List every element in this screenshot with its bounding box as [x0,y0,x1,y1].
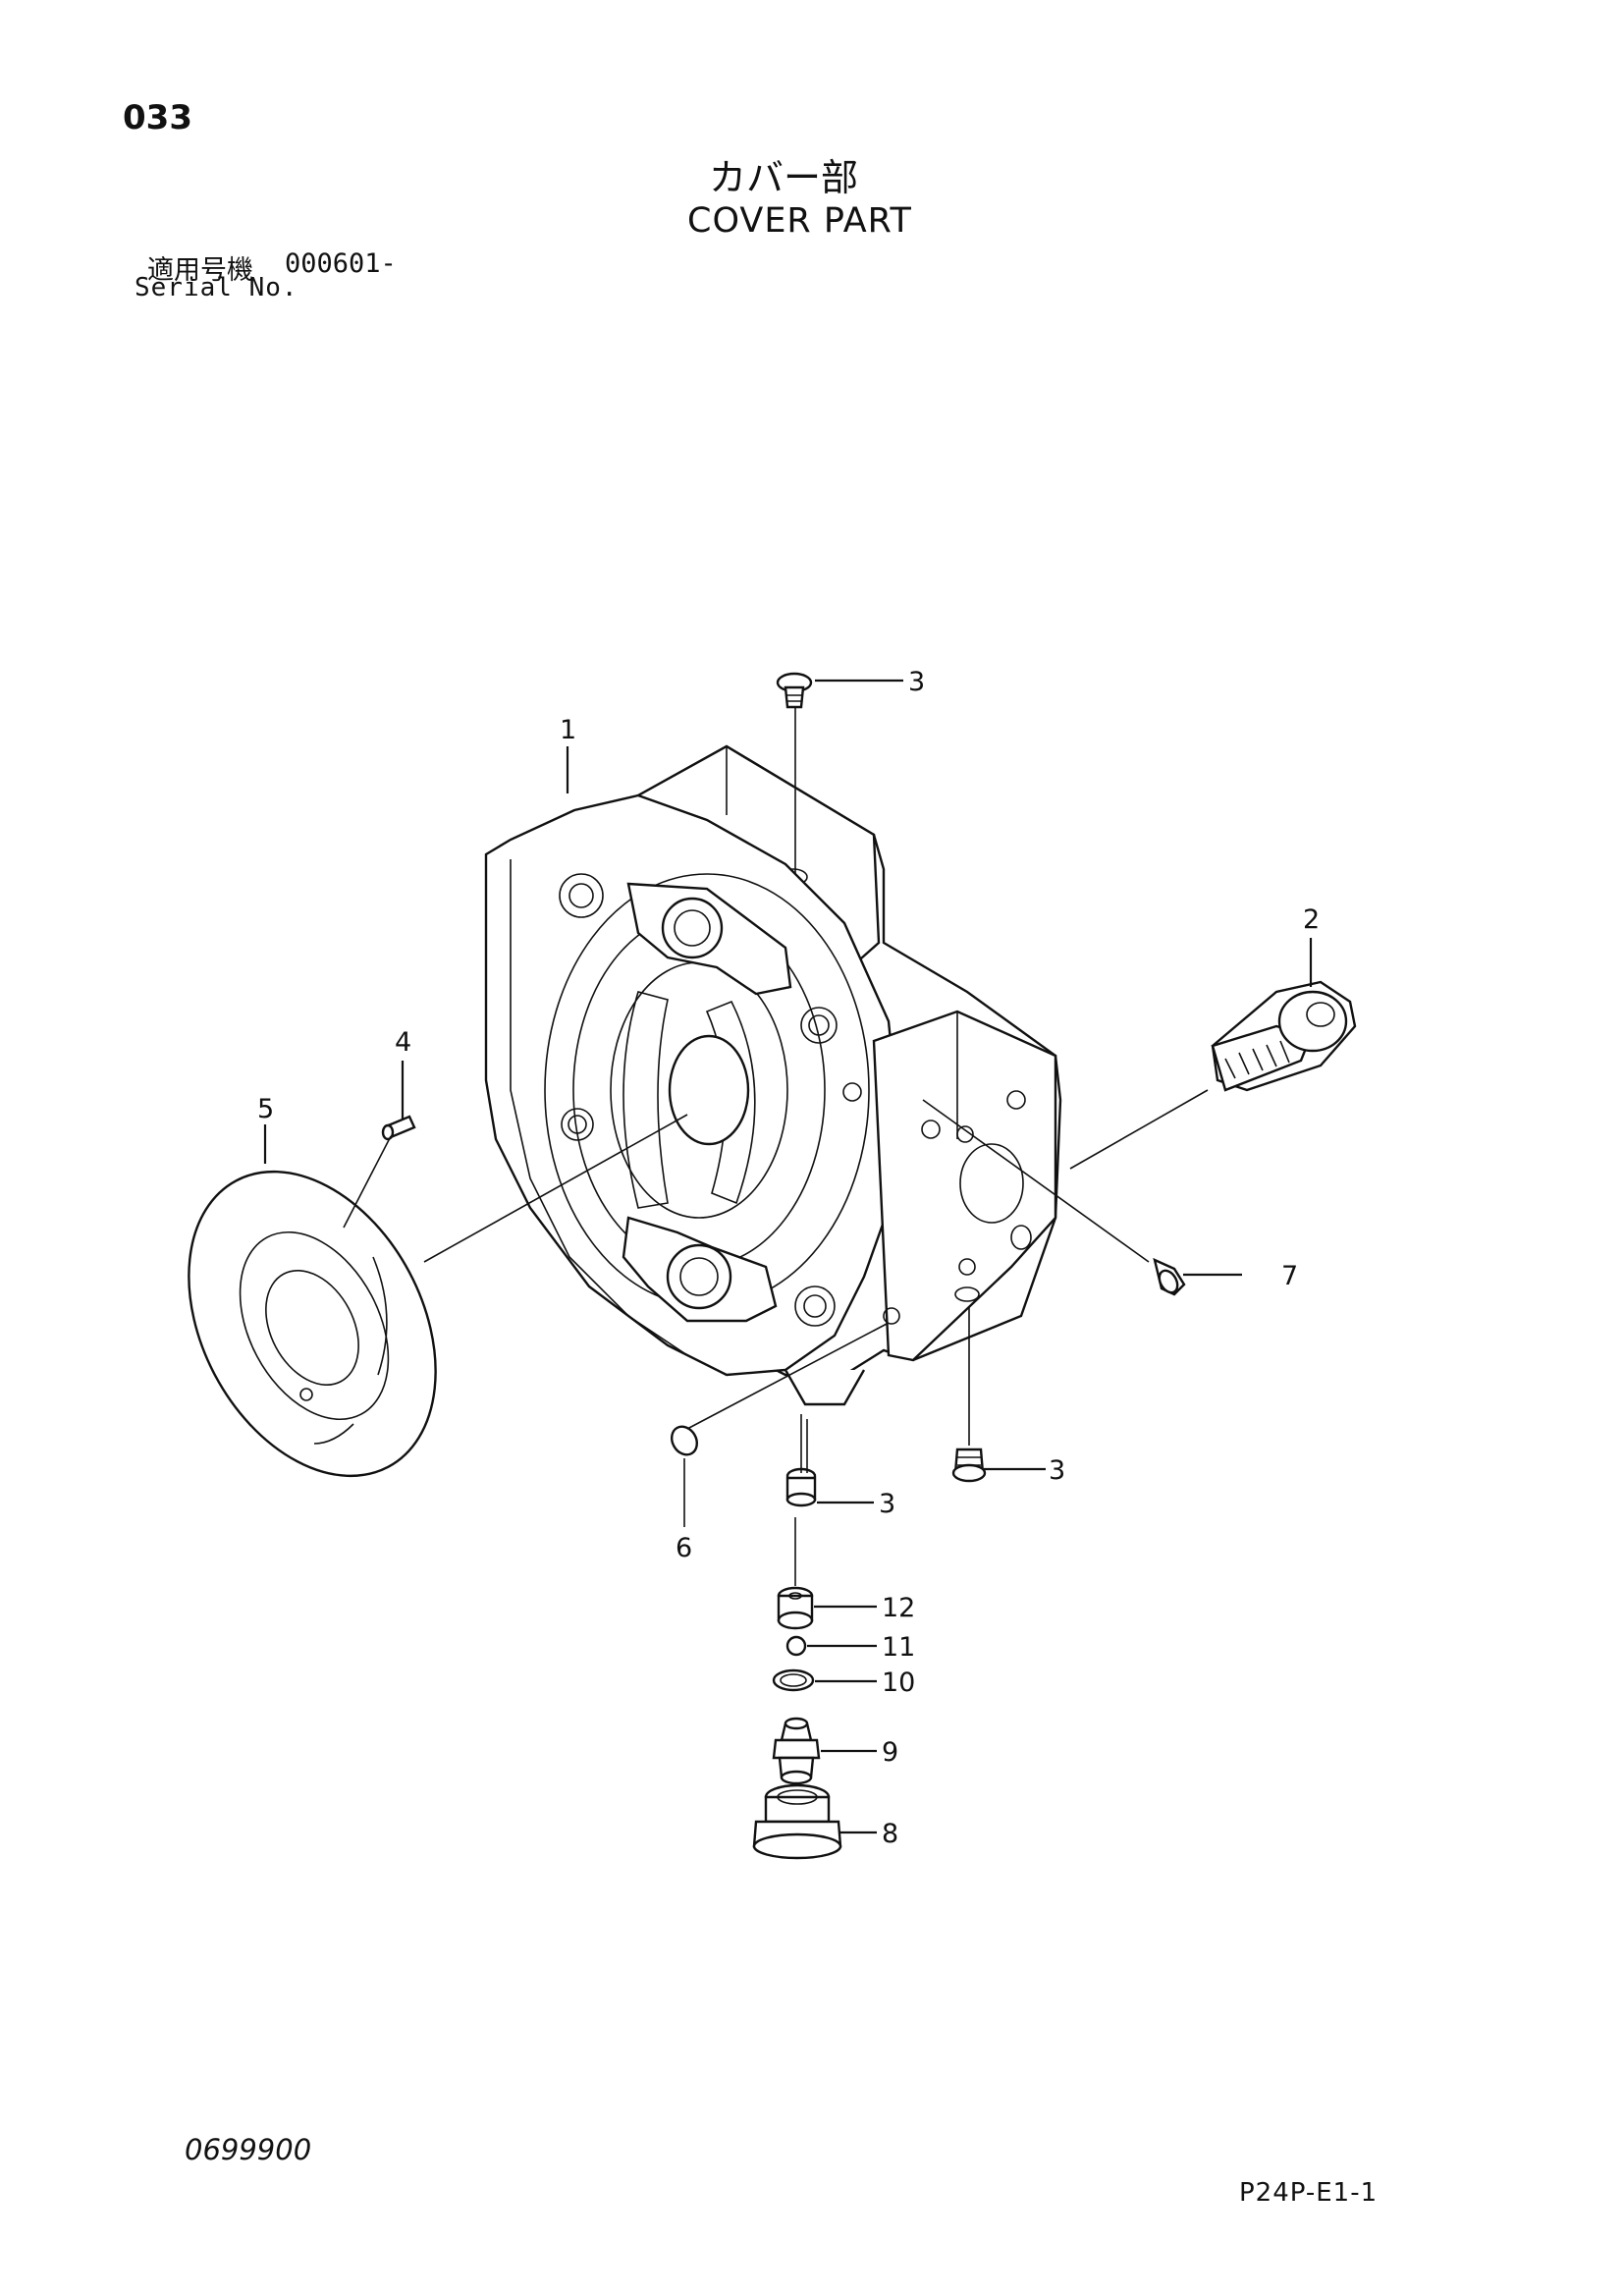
callout-2: 2 [1303,904,1320,935]
callout-4: 4 [395,1027,411,1058]
title-english: COVER PART [687,201,912,241]
callout-5: 5 [257,1094,274,1124]
callout-1: 1 [560,715,576,745]
callout-7: 7 [1281,1261,1298,1291]
serial-number-range: 000601- [285,248,397,279]
plug-8 [752,1783,842,1860]
figure-code: P24P-E1-1 [1239,2178,1379,2208]
plug-3-top [776,672,813,709]
socket-bolt [1211,980,1357,1092]
small-plug-7 [1153,1257,1186,1296]
callout-8: 8 [882,1819,898,1849]
page-number: 033 [123,98,192,137]
valve-plate [188,1170,437,1478]
callout-3-bottom: 3 [879,1489,895,1519]
leader-lines [263,679,1313,1834]
plug-3-right [951,1448,987,1483]
callout-9: 9 [882,1737,898,1768]
fitting-9 [772,1717,821,1785]
o-ring-6 [670,1425,699,1456]
callout-12: 12 [882,1593,915,1623]
callout-3-top: 3 [908,667,925,697]
callout-11: 11 [882,1632,915,1663]
serial-label-english: Serial No. [135,273,298,302]
callout-10: 10 [882,1667,915,1698]
pin [381,1115,416,1141]
cover-housing [484,744,1062,1406]
ball-11 [785,1635,807,1657]
serial-label-japanese: 適用号機 [147,255,253,286]
callout-3-right: 3 [1049,1455,1065,1486]
callout-6: 6 [676,1533,692,1563]
plug-3-bottom [785,1467,817,1507]
callout-labels: 1 2 3 4 5 7 3 3 6 12 11 10 9 8 [257,667,1320,1849]
cap-12 [777,1586,814,1630]
o-ring-10 [772,1668,815,1692]
document-code: 0699900 [185,2133,312,2166]
title-japanese: カバー部 [709,156,859,199]
